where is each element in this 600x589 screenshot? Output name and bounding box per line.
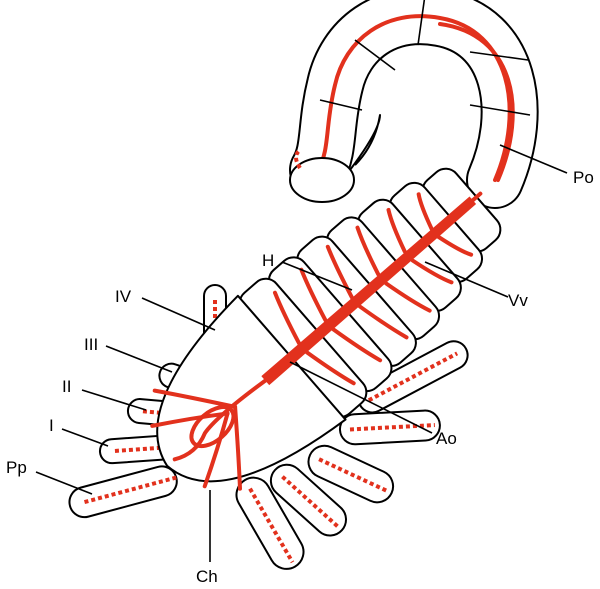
body [150,167,502,491]
label-i: I [49,416,54,435]
label-h: H [262,251,274,270]
tail [289,0,539,209]
heart [261,196,477,386]
telson [289,157,355,203]
leader-lines [35,144,568,562]
label-iv: IV [115,287,132,306]
label-iii: III [84,335,98,354]
stinger [349,114,381,171]
label-pp: Pp [6,458,27,477]
label-po: Po [573,168,594,187]
label-ii: II [62,377,71,396]
label-vv: Vv [508,291,528,310]
right-legs [235,340,469,570]
label-ch: Ch [196,567,218,586]
label-ao: Ao [436,429,457,448]
